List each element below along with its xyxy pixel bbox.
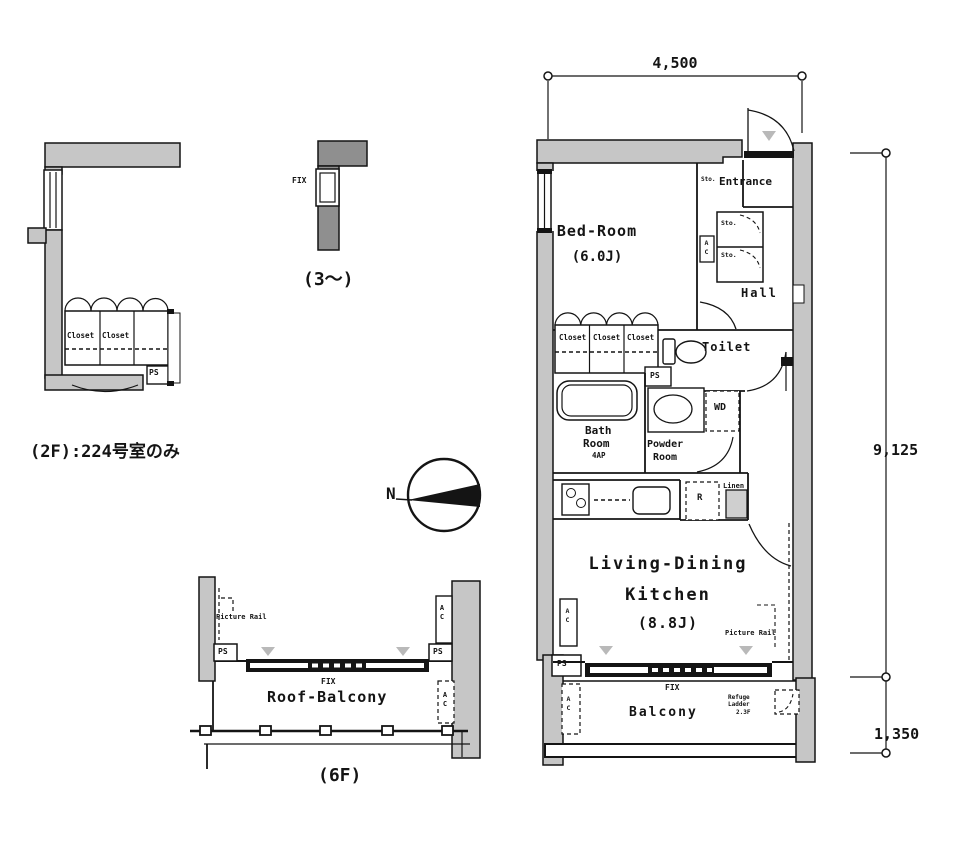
picture-rail-label: Picture Rail	[216, 613, 267, 621]
bedroom-door-arc	[699, 301, 737, 330]
toilet-bowl-icon	[675, 340, 707, 364]
main-plan-walls	[535, 139, 816, 766]
ac-label: AC	[438, 604, 446, 622]
powder-room-label: Room	[653, 452, 678, 463]
picture-rail-dash	[757, 604, 776, 649]
ps-box-ldk	[551, 654, 582, 677]
ps-box-6f-right	[428, 643, 453, 662]
ps-label: PS	[218, 647, 228, 656]
toilet-door-arc	[746, 351, 787, 392]
bedroom-size: (6.0J)	[571, 249, 623, 265]
refuge-ladder-label: Ladder	[728, 701, 750, 708]
stove-icon	[561, 483, 590, 516]
ac-box-6f	[435, 595, 453, 644]
bedroom-closets	[554, 324, 659, 374]
refuge-ladder-label: 2.3F	[736, 709, 751, 716]
closet-label: Closet	[102, 331, 130, 340]
entrance-threshold	[744, 151, 794, 158]
door-arc-2f	[71, 384, 139, 393]
bathroom-label: Bath	[585, 424, 612, 437]
main-plan-bath	[553, 373, 748, 474]
window-marker-icon	[261, 647, 275, 656]
window-marker-icon	[739, 646, 753, 655]
ldk-door-arc	[748, 523, 792, 567]
dim-balcony-label: 1,350	[874, 725, 920, 743]
shoes-storage-label: Sto.	[701, 176, 716, 183]
ac-dashed-box-balcony	[561, 683, 581, 735]
ps-label: PS	[557, 659, 567, 668]
closet-doors-arcs-icon	[554, 312, 659, 326]
bedroom-name: Bed-Room	[556, 222, 638, 240]
closet-label: Closet	[67, 331, 95, 340]
ldk-name: Living-Dining	[588, 554, 748, 574]
ps-label: PS	[433, 647, 443, 656]
dim-height-label: 9,125	[873, 441, 919, 459]
compass-icon	[395, 457, 482, 533]
entrance-door-arc	[747, 109, 795, 152]
dimension-lines	[543, 71, 891, 758]
ac-dashed-box-6f	[437, 680, 455, 724]
fix-label: FIX	[321, 677, 336, 686]
closet-doors-arcs-icon	[64, 297, 169, 312]
closet-label: Closet	[559, 333, 587, 342]
closet-label: Closet	[627, 333, 655, 342]
washer-dryer-box	[705, 390, 740, 432]
powder-room-label: Powder	[647, 439, 684, 450]
storage-label: Sto.	[721, 219, 737, 227]
window-marker-icon	[762, 131, 776, 141]
main-plan-mid	[553, 312, 793, 392]
fix-label: FIX	[665, 683, 680, 692]
ldk-name: Kitchen	[625, 585, 711, 605]
window-marker-icon	[599, 646, 613, 655]
hall-label: Hall	[741, 286, 778, 300]
dim-width-label: 4,500	[652, 54, 698, 72]
fragment-2f-walls	[27, 142, 181, 393]
linen-label: Linen	[723, 482, 745, 490]
picture-rail-label: Picture Rail	[725, 629, 776, 637]
main-plan-ldk	[551, 473, 793, 677]
fragment-2f-closet	[64, 297, 181, 386]
ps-box-6f-left	[213, 643, 238, 662]
powder-door-arc	[696, 436, 734, 473]
caption-6f: (6F)	[318, 765, 362, 786]
storage-label: Sto.	[721, 251, 737, 259]
ac-label: AC	[441, 691, 449, 709]
roof-balcony-6f	[190, 576, 481, 769]
refuge-ladder-label: Refuge	[728, 694, 750, 701]
bathroom-size-label: 4AP	[592, 451, 606, 460]
toilet-tank-icon	[662, 338, 676, 365]
bathroom-label: Room	[583, 437, 610, 450]
main-plan-balcony	[561, 680, 800, 735]
ac-box-entrance	[699, 235, 715, 263]
refrigerator-label: R	[697, 493, 703, 503]
fix-label: FIX	[292, 176, 307, 185]
ps-label: PS	[650, 371, 660, 380]
refrigerator-space	[685, 481, 720, 521]
closet-label: Closet	[593, 333, 621, 342]
wd-label: WD	[714, 402, 727, 413]
escape-hatch-icon	[774, 689, 800, 715]
main-plan-entrance	[696, 108, 795, 330]
entrance-label: Entrance	[719, 175, 772, 188]
compass-north-label: N	[386, 484, 396, 503]
ac-label: AC	[564, 695, 573, 713]
ps-label: PS	[149, 368, 159, 377]
window-2f-icon	[43, 169, 63, 231]
window-marker-icon	[396, 647, 410, 656]
ldk-size: (8.8J)	[637, 614, 699, 632]
balcony-label: Balcony	[629, 705, 698, 720]
fragment-3f-walls	[315, 140, 368, 251]
compass-needle-icon	[408, 484, 480, 507]
caption-3f: (3〜)	[303, 269, 354, 290]
washbasin-icon	[653, 394, 693, 424]
roof-balcony-name: Roof-Balcony	[267, 688, 388, 706]
toilet-label: Toilet	[702, 340, 752, 354]
ac-label: AC	[702, 239, 711, 257]
linen-closet	[725, 489, 748, 519]
caption-2f: (2F):224号室のみ	[30, 442, 180, 462]
ac-label: AC	[563, 607, 572, 625]
ac-box-ldk	[559, 598, 578, 647]
sink-icon	[632, 486, 671, 515]
